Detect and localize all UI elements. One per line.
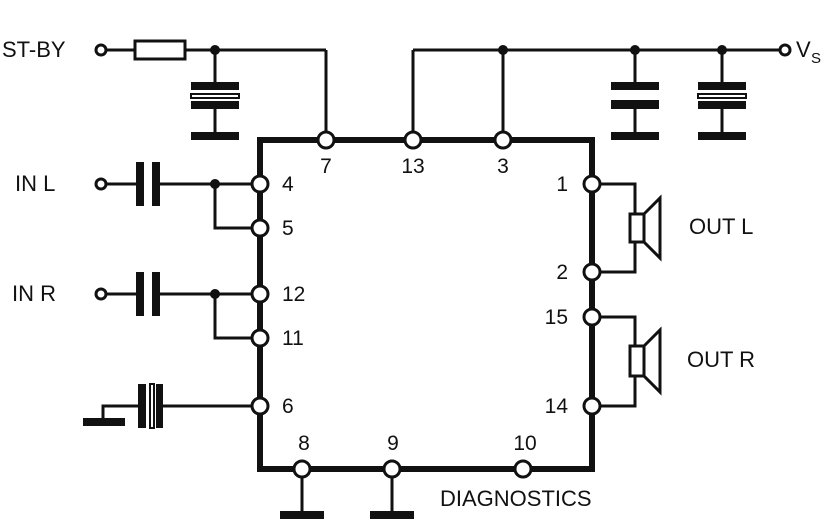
- pin-8: [292, 459, 312, 479]
- pin-15: [582, 307, 602, 327]
- junction-dot: [210, 179, 220, 189]
- inl-terminal: [94, 177, 108, 191]
- pin-9: [382, 459, 402, 479]
- pin-label-11: 11: [282, 327, 304, 350]
- speakers: [628, 194, 662, 396]
- in-l-label: IN L: [15, 171, 55, 196]
- electrolytic-capacitors: [83, 82, 747, 519]
- vs-label: V: [796, 37, 811, 62]
- pin-7: [316, 130, 336, 150]
- inr-cap-plate-right: [152, 272, 160, 316]
- diagnostics-label: DIAGNOSTICS: [440, 486, 592, 511]
- pin-label-7: 7: [320, 155, 332, 178]
- inl-jumper-4-5: [213, 184, 260, 230]
- inl-cap-plate-left: [136, 162, 144, 206]
- outl-wire-top: [592, 182, 637, 214]
- terminals: [94, 43, 792, 479]
- pin-10: [513, 459, 533, 479]
- pin-1: [582, 174, 602, 194]
- pin6-ground-wire: [101, 404, 140, 418]
- pin-label-10: 10: [513, 432, 536, 455]
- pin-4: [250, 174, 270, 194]
- inr-cap-plate-left: [136, 272, 144, 316]
- speaker-right-cone: [642, 326, 662, 396]
- pin-label-14: 14: [545, 395, 569, 418]
- pin-3: [493, 130, 513, 150]
- junction-dot: [498, 45, 508, 55]
- pin-12: [250, 284, 270, 304]
- vs-terminal: [778, 43, 792, 57]
- pin-11: [250, 328, 270, 348]
- inl-cap-plate-right: [152, 162, 160, 206]
- outr-wire-bottom: [592, 376, 637, 408]
- stby-cap-plate-bottom: [191, 101, 239, 109]
- stby-cap-plate-top: [191, 82, 239, 90]
- pin-label-9: 9: [387, 432, 399, 455]
- pin-label-4: 4: [282, 173, 294, 196]
- pin-label-12: 12: [282, 283, 305, 306]
- pin6-cap-plate-right: [156, 384, 163, 428]
- stby-label: ST-BY: [2, 37, 66, 62]
- pin-label-1: 1: [556, 173, 568, 196]
- out-l-label: OUT L: [689, 214, 753, 239]
- pin9-ground: [370, 511, 414, 519]
- pin-label-5: 5: [282, 217, 294, 240]
- pin-label-13: 13: [401, 155, 424, 178]
- vs-cap2-plate-top: [698, 82, 746, 90]
- stby-cap-ground: [191, 132, 239, 140]
- vs-cap1-plate-bottom: [611, 100, 659, 109]
- pin-5: [250, 218, 270, 238]
- out-r-label: OUT R: [687, 347, 755, 372]
- speaker-left-cone: [642, 194, 662, 262]
- pin-label-3: 3: [497, 155, 509, 178]
- pin-label-15: 15: [545, 306, 568, 329]
- speaker-left-magnet: [628, 212, 646, 244]
- pin6-cap-plate-left: [138, 384, 146, 428]
- speaker-right-magnet: [628, 344, 646, 378]
- pin-2: [582, 262, 602, 282]
- vs-cap2-plate-bottom: [698, 101, 746, 109]
- inr-terminal: [94, 287, 108, 301]
- vs-cap1-ground: [611, 132, 659, 140]
- pin6-cap-plate-outline: [149, 383, 155, 429]
- pin8-ground: [280, 511, 324, 519]
- vs-cap2-plate-outline: [697, 93, 747, 99]
- junction-dots: [210, 45, 727, 299]
- stby-terminal: [94, 43, 108, 57]
- junction-dot: [210, 289, 220, 299]
- pin-label-2: 2: [556, 261, 568, 284]
- vs-cap1-plate-top: [611, 82, 659, 90]
- pin-14: [582, 396, 602, 416]
- outr-wire-top: [592, 315, 637, 346]
- junction-dot: [210, 45, 220, 55]
- junction-dot: [630, 45, 640, 55]
- in-r-label: IN R: [12, 281, 56, 306]
- vs-label-subscript: S: [811, 50, 821, 67]
- pin-13: [403, 130, 423, 150]
- vs-cap2-ground: [698, 132, 746, 140]
- pin-label-8: 8: [298, 432, 310, 455]
- outl-wire-bottom: [592, 242, 637, 274]
- stby-cap-plate-outline: [190, 93, 240, 99]
- ic-body: [257, 137, 595, 472]
- inr-jumper-12-11: [213, 294, 260, 340]
- stby-resistor: [133, 39, 187, 61]
- wires: [101, 48, 785, 513]
- pin-label-6: 6: [282, 395, 294, 418]
- pin6-ground: [83, 418, 125, 426]
- pin-6: [250, 396, 270, 416]
- junction-dot: [717, 45, 727, 55]
